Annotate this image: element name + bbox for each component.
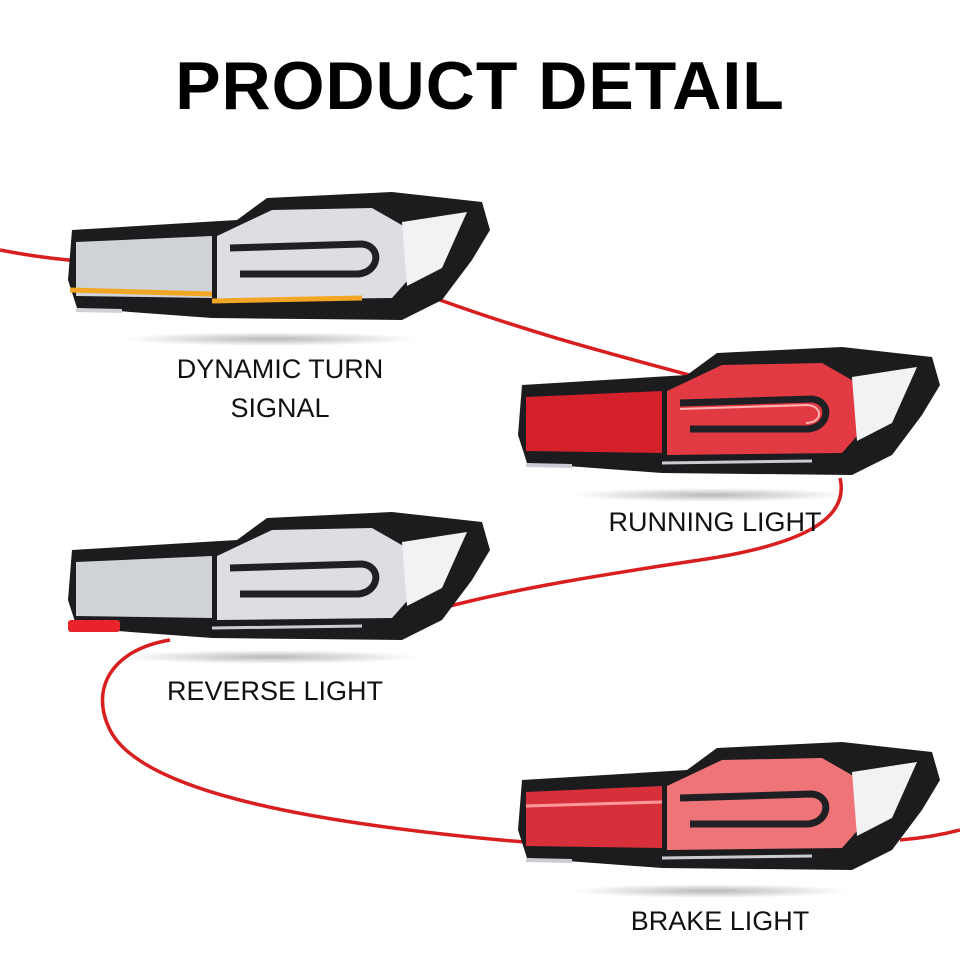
feature-label-line2: SIGNAL [230, 393, 330, 424]
wire-path [449, 477, 843, 608]
feature-label-line1: BRAKE LIGHT [630, 906, 810, 936]
taillight-running [512, 345, 952, 505]
feature-label-line1: REVERSE LIGHT [166, 676, 384, 706]
wire-path [899, 828, 960, 842]
feature-label-brake: BRAKE LIGHT [590, 902, 850, 941]
lamp-shadow [570, 488, 850, 502]
taillight-brake [512, 740, 952, 900]
lamp-shadow [120, 650, 420, 664]
taillight-dynamic-turn [62, 190, 502, 350]
feature-label-line1: RUNNING LIGHT [608, 507, 822, 537]
feature-label-reverse: REVERSE LIGHT [130, 672, 420, 711]
feature-label-running: RUNNING LIGHT [580, 503, 850, 542]
lamp-shadow [570, 884, 850, 898]
feature-label-dynamic-turn: DYNAMIC TURN SIGNAL [140, 350, 420, 428]
lamp-shadow [120, 332, 420, 346]
taillight-reverse [62, 510, 502, 670]
page-title: PRODUCT DETAIL [175, 48, 785, 124]
feature-label-line1: DYNAMIC TURN [176, 354, 384, 384]
